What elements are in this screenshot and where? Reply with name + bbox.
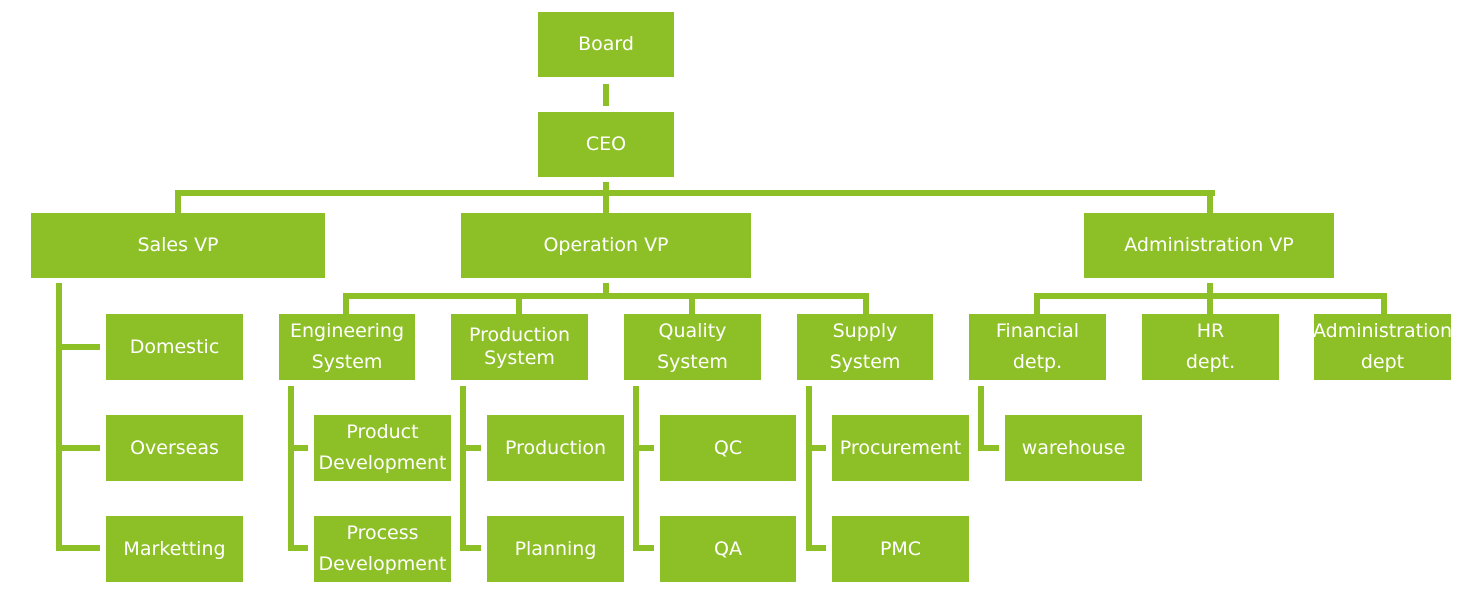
- connector-supply-spine: [806, 386, 812, 551]
- connector-supply: [863, 293, 869, 314]
- qa-node: QA: [660, 516, 796, 582]
- connector-ceo-down: [603, 182, 609, 213]
- connector-operation-down: [603, 283, 609, 299]
- connector-production: [460, 445, 481, 451]
- connector-production-spine: [460, 386, 466, 551]
- connector-process-development: [288, 545, 308, 551]
- connector-marketting: [56, 545, 100, 551]
- connector-hr: [1207, 293, 1213, 314]
- connector-procurement: [806, 445, 826, 451]
- hr-dept-node: HR dept.: [1142, 314, 1279, 380]
- connector-financial-spine: [978, 386, 984, 451]
- connector-quality: [689, 293, 695, 314]
- engineering-system-node: Engineering System: [279, 314, 415, 380]
- financial-dept-node: Financial detp.: [969, 314, 1106, 380]
- domestic-node: Domestic: [106, 314, 243, 380]
- board-node: Board: [538, 12, 674, 77]
- connector-domestic: [56, 344, 100, 350]
- ceo-node: CEO: [538, 112, 674, 177]
- connector-qc: [633, 445, 654, 451]
- connector-administration-dept: [1381, 293, 1387, 314]
- operation-vp-node: Operation VP: [461, 213, 751, 278]
- connector-engineering: [343, 293, 349, 314]
- connector-production-system: [516, 293, 522, 314]
- product-development-node: Product Development: [314, 415, 451, 481]
- connector-admin-vp: [1207, 190, 1213, 213]
- administration-dept-node: Administration dept: [1313, 314, 1452, 380]
- connector-quality-spine: [633, 386, 639, 551]
- pmc-node: PMC: [832, 516, 969, 582]
- connector-overseas: [56, 445, 100, 451]
- quality-system-node: Quality System: [624, 314, 761, 380]
- connector-product-development: [288, 445, 308, 451]
- production-system-node: Production System: [451, 314, 588, 380]
- sales-vp-node: Sales VP: [31, 213, 325, 278]
- connector-operation-bar: [343, 293, 869, 299]
- connector-sales-vp: [175, 190, 181, 213]
- connector-financial: [1034, 293, 1040, 314]
- connector-qa: [633, 545, 654, 551]
- marketting-node: Marketting: [106, 516, 243, 582]
- supply-system-node: Supply System: [797, 314, 933, 380]
- connector-engineering-spine: [288, 386, 294, 551]
- connector-warehouse: [978, 445, 999, 451]
- administration-vp-node: Administration VP: [1084, 213, 1334, 278]
- warehouse-node: warehouse: [1005, 415, 1142, 481]
- connector-vp-bar: [175, 190, 1215, 196]
- connector-admin-down: [1207, 283, 1213, 299]
- connector-sales-spine: [56, 283, 62, 551]
- qc-node: QC: [660, 415, 796, 481]
- production-node: Production: [487, 415, 624, 481]
- overseas-node: Overseas: [106, 415, 243, 481]
- planning-node: Planning: [487, 516, 624, 582]
- process-development-node: Process Development: [314, 516, 451, 582]
- connector-planning: [460, 545, 481, 551]
- procurement-node: Procurement: [832, 415, 969, 481]
- connector-pmc: [806, 545, 826, 551]
- connector-board-ceo: [603, 84, 609, 106]
